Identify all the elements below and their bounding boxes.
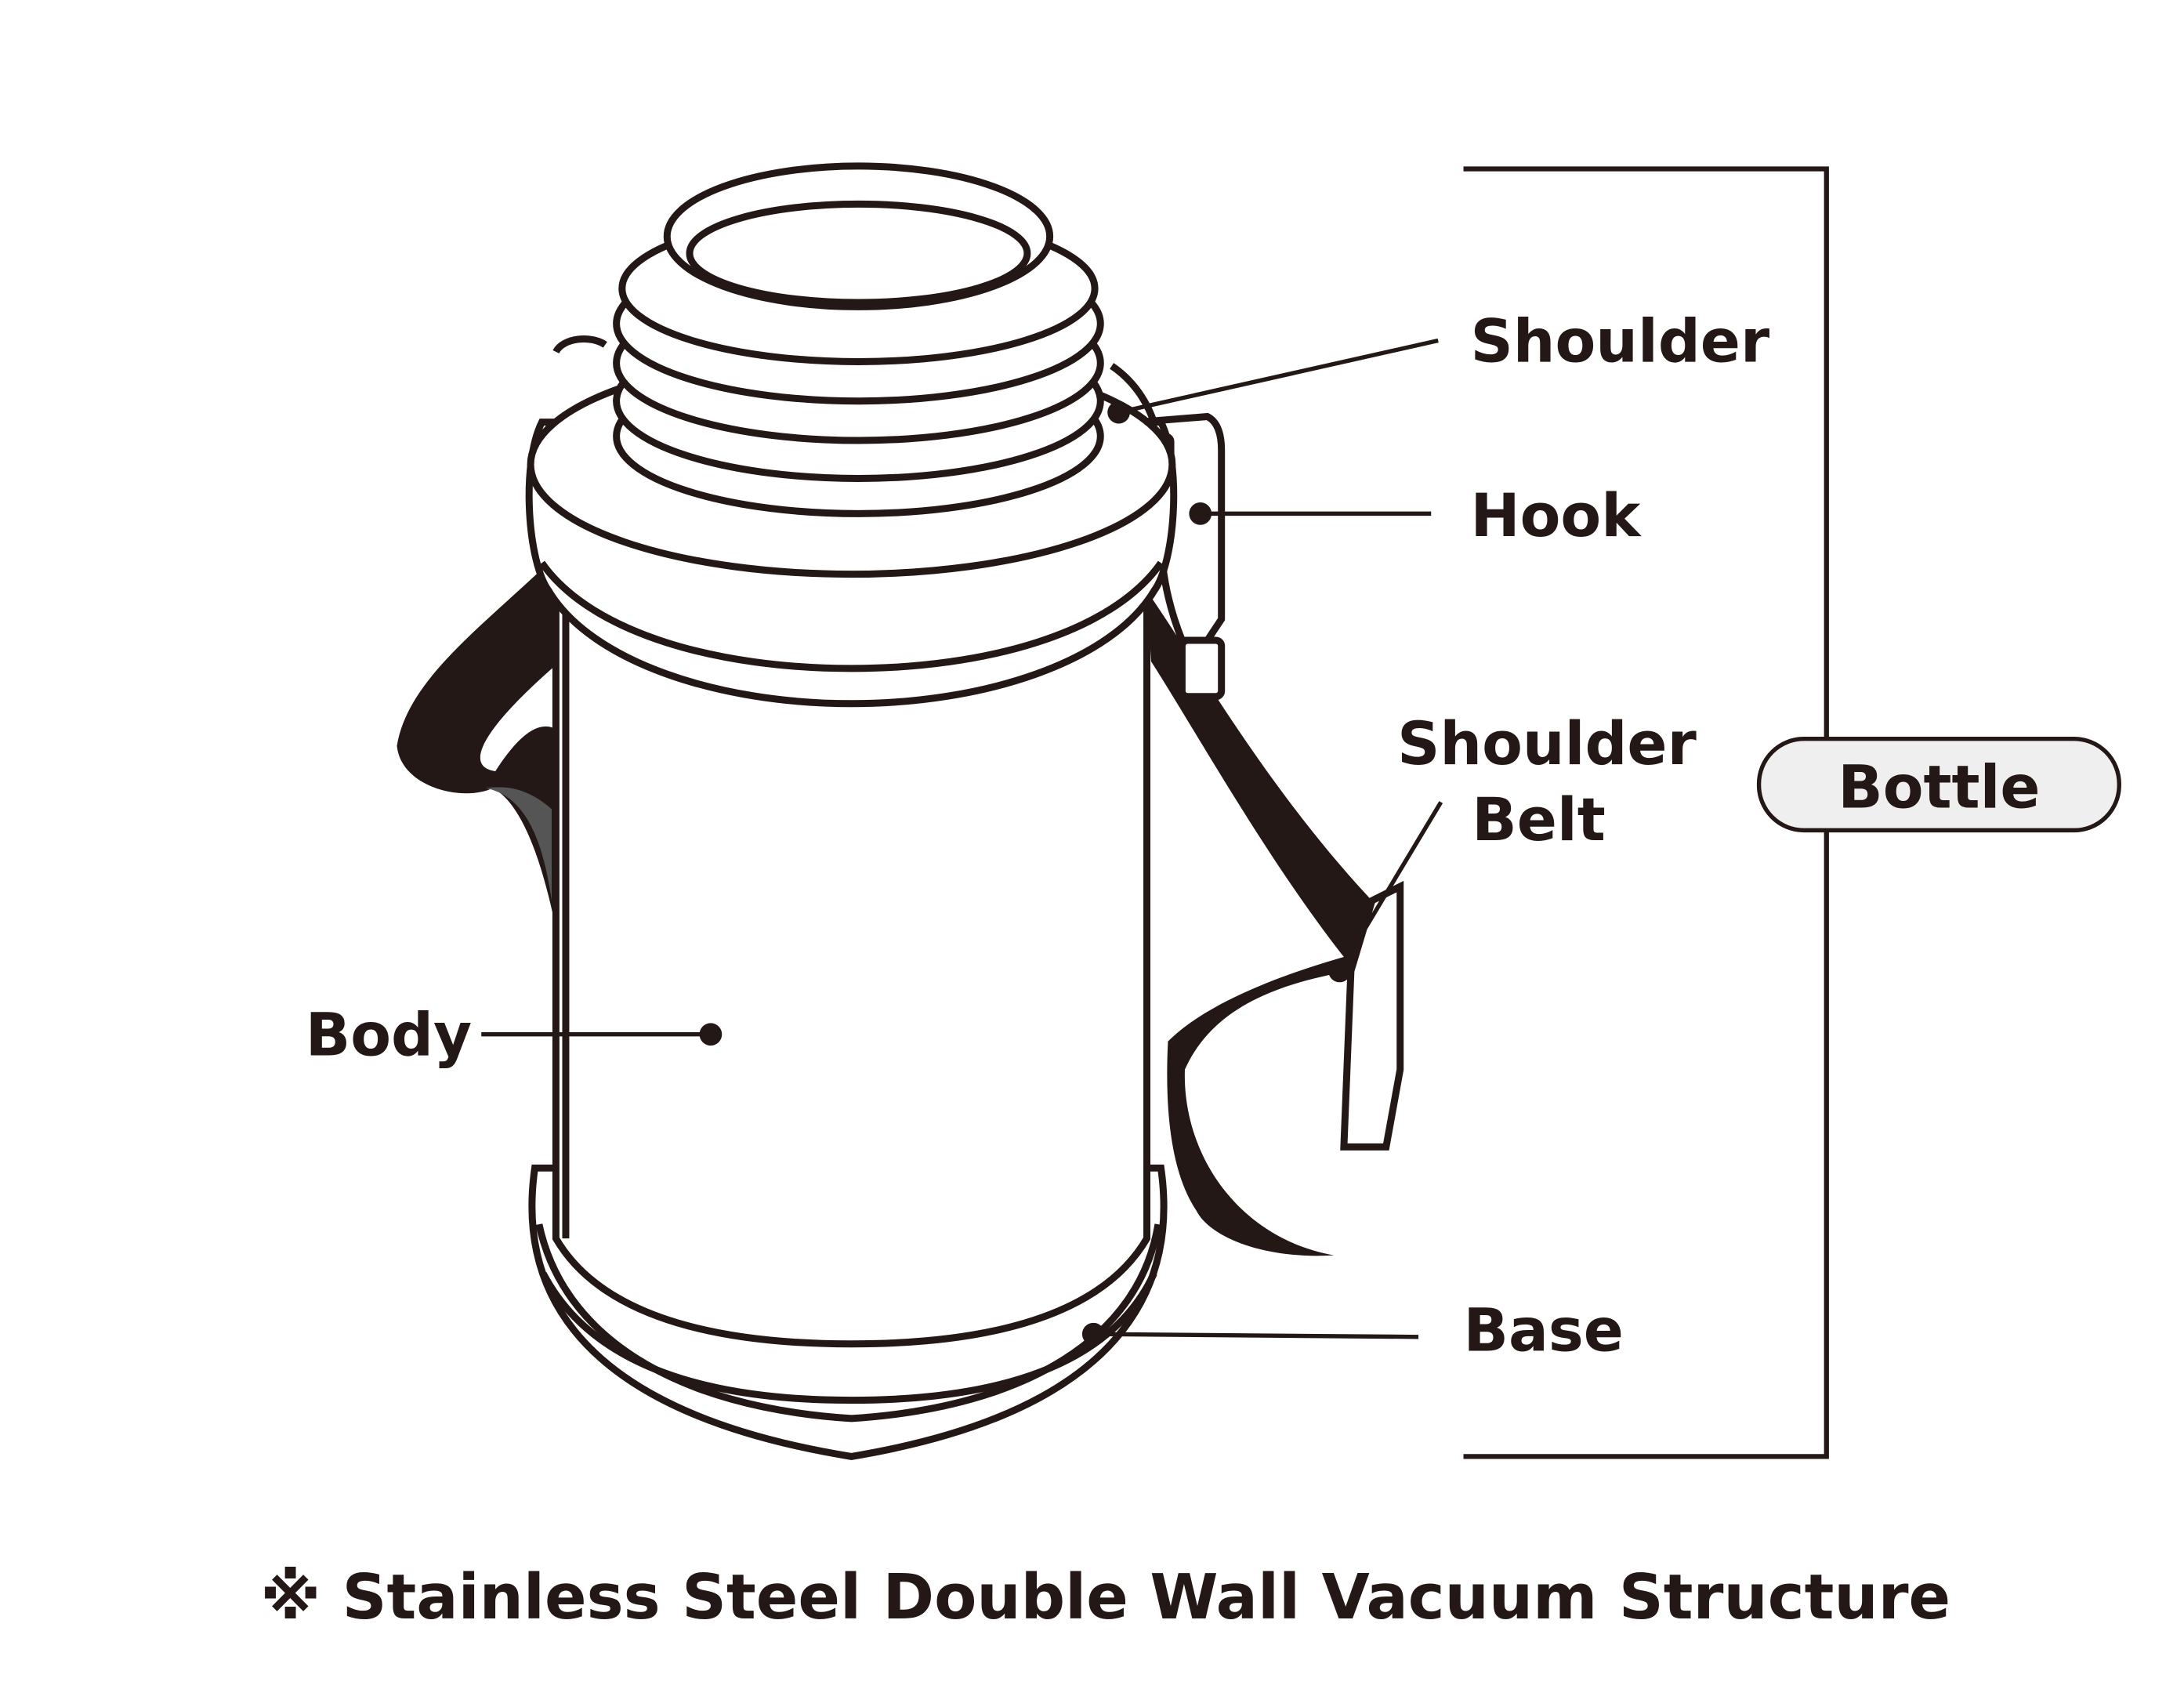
leader-shoulder-belt xyxy=(1328,801,1443,983)
label-shoulder: Shoulder xyxy=(1471,306,1770,375)
strap-left xyxy=(397,549,563,930)
leader-body xyxy=(481,1023,723,1046)
label-base: Base xyxy=(1464,1296,1624,1365)
label-body: Body xyxy=(306,1001,472,1070)
mouth-inner xyxy=(686,200,1031,306)
footnote: ※ Stainless Steel Double Wall Vacuum Str… xyxy=(260,1561,1950,1633)
leader-hook xyxy=(1189,502,1432,525)
strap-right xyxy=(1146,591,1372,1256)
body-drawing xyxy=(552,559,1151,1348)
shoulder-belt-drawing xyxy=(397,549,1404,1256)
label-shoulder-belt-2: Belt xyxy=(1472,785,1606,854)
bottle-badge: Bottle xyxy=(1756,736,2121,833)
bottle-badge-label: Bottle xyxy=(1838,753,2040,822)
strap-left-shade xyxy=(485,787,552,901)
label-hook: Hook xyxy=(1471,481,1643,550)
label-shoulder-belt-1: Shoulder xyxy=(1397,709,1697,778)
leader-base xyxy=(1081,1322,1419,1346)
leader-shoulder xyxy=(1107,338,1439,424)
